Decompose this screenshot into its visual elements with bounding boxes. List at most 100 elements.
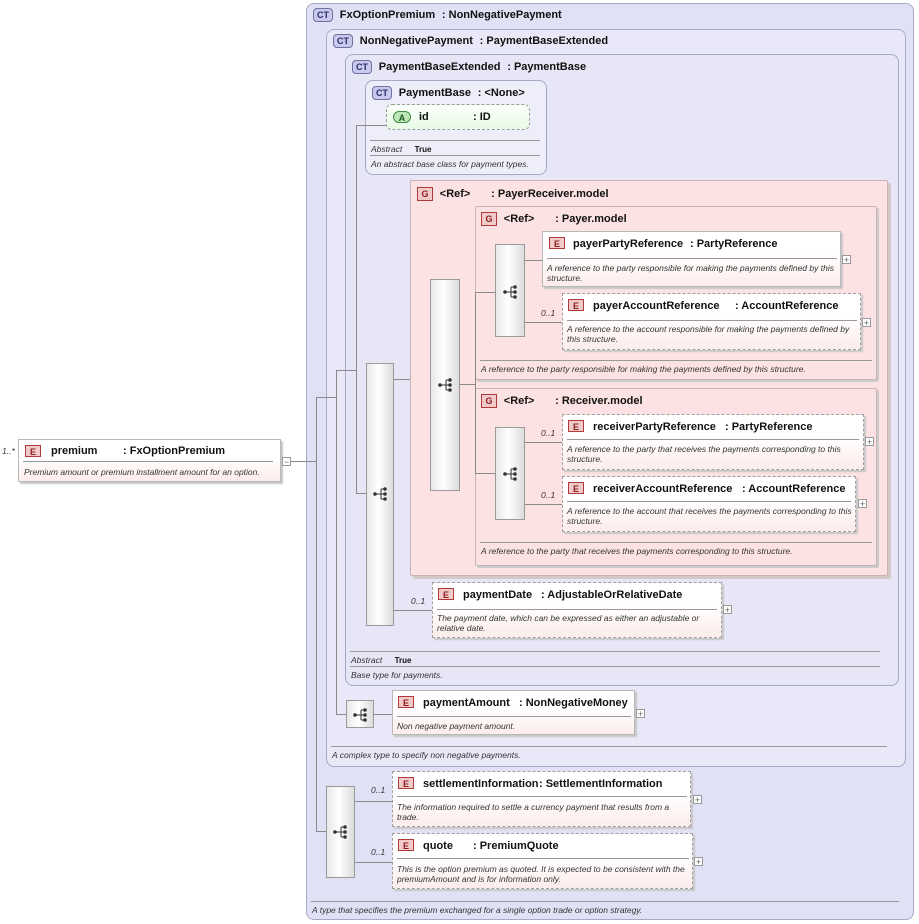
element-desc: A reference to the party that receives t… (567, 444, 841, 464)
expand-button[interactable]: + (636, 709, 645, 719)
element-name: receiverAccountReference (593, 483, 733, 495)
connector (374, 714, 392, 715)
element-quote[interactable]: E quote : PremiumQuote This is the optio… (392, 833, 693, 889)
connector (525, 442, 562, 443)
element-desc: Premium amount or premium installment am… (24, 467, 260, 477)
attribute-id[interactable]: A id : ID (386, 104, 530, 130)
collapse-button[interactable]: − (282, 457, 291, 467)
element-type: : FxOptionPremium (123, 445, 226, 457)
expand-button[interactable]: + (858, 499, 867, 509)
sequence-compositor[interactable] (430, 279, 460, 491)
paymentbase-abstract: Abstract True (371, 144, 431, 154)
divider (311, 901, 899, 902)
paymentbase-type: : <None> (477, 87, 525, 99)
element-name: payerPartyReference (573, 238, 684, 250)
element-icon: E (398, 839, 414, 851)
divider (350, 651, 880, 652)
divider (23, 461, 273, 462)
nonnegativepayment-desc: A complex type to specify non negative p… (332, 750, 521, 760)
expand-button[interactable]: + (862, 318, 871, 328)
complex-type-icon: CT (313, 8, 333, 22)
sequence-icon (438, 378, 452, 392)
paymentbaseextended-desc: Base type for payments. (351, 670, 443, 680)
sequence-icon (503, 285, 517, 299)
connector (316, 397, 336, 398)
expand-button[interactable]: + (842, 255, 851, 265)
group-name: : Receiver.model (555, 395, 643, 407)
expand-button[interactable]: + (723, 605, 732, 615)
connector (288, 461, 316, 462)
nonnegativepayment-type: : PaymentBaseExtended (479, 35, 609, 47)
complex-type-icon: CT (372, 86, 392, 100)
element-paymentamount[interactable]: E paymentAmount : NonNegativeMoney Non n… (392, 690, 635, 735)
divider (480, 360, 872, 361)
abstract-label: Abstract (351, 655, 383, 665)
element-premium[interactable]: E premium : FxOptionPremium Premium amou… (18, 439, 281, 482)
element-receiverpartyreference[interactable]: E receiverPartyReference : PartyReferenc… (562, 414, 864, 470)
sequence-compositor[interactable] (326, 786, 355, 878)
element-icon: E (549, 237, 565, 249)
nonnegativepayment-name: NonNegativePayment (359, 35, 473, 47)
group-header: G <Ref> : Payer.model (481, 212, 627, 226)
element-payeraccountreference[interactable]: E payerAccountReference : AccountReferen… (562, 293, 861, 350)
sequence-icon (503, 467, 517, 481)
divider (370, 140, 540, 141)
sequence-compositor[interactable] (346, 700, 374, 728)
group-ref: <Ref> (503, 213, 535, 225)
element-desc: A reference to the account that receives… (567, 506, 852, 526)
divider (480, 542, 872, 543)
divider (397, 716, 631, 717)
element-desc: A reference to the party responsible for… (547, 263, 834, 283)
divider (370, 155, 540, 156)
connector (475, 292, 495, 293)
element-paymentdate[interactable]: E paymentDate : AdjustableOrRelativeDate… (432, 582, 722, 638)
sequence-icon (353, 708, 367, 722)
sequence-compositor[interactable] (495, 427, 525, 520)
group-desc: A reference to the party that receives t… (481, 546, 793, 556)
element-icon: E (568, 420, 584, 432)
divider (547, 258, 837, 259)
connector (356, 493, 366, 494)
abstract-label: Abstract (371, 144, 403, 154)
connector (475, 292, 476, 473)
connector (316, 831, 326, 832)
element-type: : SettlementInformation (539, 778, 663, 790)
divider (397, 858, 689, 859)
element-type: : PremiumQuote (473, 840, 559, 852)
divider (397, 796, 687, 797)
element-icon: E (25, 445, 41, 457)
connector (355, 801, 392, 802)
expand-button[interactable]: + (694, 857, 703, 867)
element-type: : AccountReference (742, 483, 846, 495)
element-name: settlementInformation (423, 778, 539, 790)
divider (567, 320, 857, 321)
paymentbaseextended-header: CT PaymentBaseExtended : PaymentBase (352, 60, 586, 74)
occurrence-label: 1..* (2, 446, 15, 456)
sequence-icon (373, 487, 387, 501)
sequence-compositor[interactable] (366, 363, 394, 626)
element-name: payerAccountReference (593, 300, 720, 312)
expand-button[interactable]: + (693, 795, 702, 805)
abstract-value: True (394, 656, 412, 665)
connector (525, 260, 542, 261)
paymentbaseextended-abstract: Abstract True (351, 655, 411, 665)
connector (316, 397, 317, 831)
connector (336, 370, 356, 371)
element-type: : AdjustableOrRelativeDate (541, 589, 683, 601)
sequence-compositor[interactable] (495, 244, 525, 337)
expand-button[interactable]: + (865, 437, 874, 447)
element-settlementinformation[interactable]: E settlementInformation : SettlementInfo… (392, 771, 691, 827)
element-icon: E (568, 482, 584, 494)
occurrence-label: 0..1 (541, 428, 556, 438)
element-name: paymentDate (463, 589, 533, 601)
paymentbaseextended-name: PaymentBaseExtended (378, 61, 501, 73)
abstract-value: True (414, 145, 432, 154)
element-receiveraccountreference[interactable]: E receiverAccountReference : AccountRefe… (562, 476, 856, 532)
divider (567, 439, 859, 440)
occurrence-label: 0..1 (371, 847, 386, 857)
group-ref: <Ref> (439, 188, 471, 200)
group-header: G <Ref> : PayerReceiver.model (417, 187, 609, 201)
element-payerpartyreference[interactable]: E payerPartyReference : PartyReference A… (542, 231, 841, 287)
group-ref: <Ref> (503, 395, 535, 407)
connector (355, 862, 392, 863)
